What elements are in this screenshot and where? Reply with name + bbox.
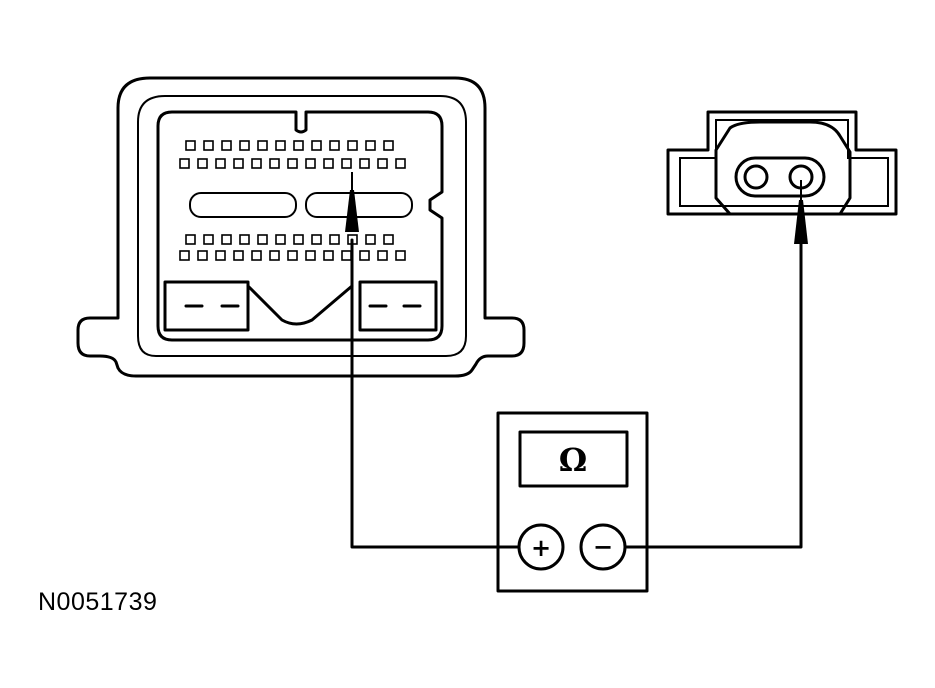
module-pin: [383, 140, 394, 151]
module-pin: [293, 140, 304, 151]
module-pin: [329, 234, 340, 245]
module-connector: [76, 76, 526, 378]
positive-probe-tip: [345, 190, 359, 232]
module-pin: [377, 158, 388, 169]
module-pin: [311, 140, 322, 151]
module-pin: [329, 140, 340, 151]
module-pin: [365, 140, 376, 151]
module-pin: [251, 158, 262, 169]
module-pin: [287, 250, 298, 261]
module-pin: [239, 234, 250, 245]
module-pin: [293, 234, 304, 245]
negative-terminal: [579, 523, 627, 571]
module-pin: [215, 158, 226, 169]
module-pin-cavities: [179, 140, 406, 261]
module-pin: [185, 234, 196, 245]
module-pin: [395, 250, 406, 261]
figure-id: N0051739: [38, 588, 158, 616]
module-pin: [233, 158, 244, 169]
module-pin: [275, 140, 286, 151]
module-pin: [215, 250, 226, 261]
ohm-symbol: Ω: [559, 441, 587, 479]
negative-test-lead: [624, 180, 808, 549]
module-pin: [365, 234, 376, 245]
module-pin: [275, 234, 286, 245]
ohmmeter: Ω + −: [496, 411, 649, 593]
module-pin: [203, 140, 214, 151]
module-pin: [221, 234, 232, 245]
module-pin: [347, 140, 358, 151]
module-pin: [359, 250, 370, 261]
module-pin: [287, 158, 298, 169]
positive-terminal: [517, 523, 565, 571]
module-pin: [257, 140, 268, 151]
sensor-pin-1: [743, 164, 769, 190]
module-pin: [197, 250, 208, 261]
module-pin: [341, 158, 352, 169]
module-pin: [323, 158, 334, 169]
module-pin: [269, 158, 280, 169]
module-pin: [203, 234, 214, 245]
module-pin: [269, 250, 280, 261]
module-pin: [233, 250, 244, 261]
module-pin: [221, 140, 232, 151]
module-pin: [239, 140, 250, 151]
module-pin: [251, 250, 262, 261]
module-pin: [305, 250, 316, 261]
module-pin: [359, 158, 370, 169]
module-pin: [395, 158, 406, 169]
module-pin: [185, 140, 196, 151]
module-pin: [341, 250, 352, 261]
positive-test-lead: [345, 172, 520, 549]
negative-probe-tip: [794, 200, 808, 244]
module-pin: [305, 158, 316, 169]
module-pin: [257, 234, 268, 245]
sensor-connector: [666, 110, 898, 216]
module-pin: [311, 234, 322, 245]
module-pin: [197, 158, 208, 169]
module-pin: [377, 250, 388, 261]
negative-terminal-label: −: [593, 532, 613, 561]
module-pin: [179, 250, 190, 261]
module-pin: [323, 250, 334, 261]
meter-display: [518, 430, 629, 488]
positive-terminal-label: +: [531, 533, 551, 562]
module-pin: [383, 234, 394, 245]
module-pin: [179, 158, 190, 169]
